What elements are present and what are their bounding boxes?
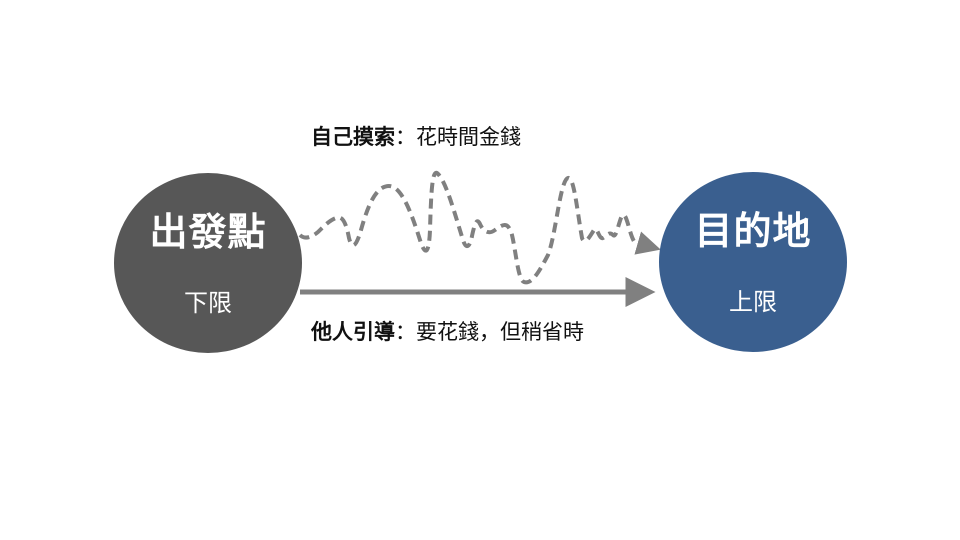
destination-circle: 目的地 上限: [659, 172, 847, 352]
self-explore-detail: ：花時間金錢: [395, 125, 521, 149]
start-point-circle: 出發點 下限: [114, 173, 302, 353]
start-point-title: 出發點: [149, 210, 267, 254]
guided-caption: 他人引導：要花錢，但稍省時: [311, 318, 584, 346]
wavy-dashed-path: [298, 170, 661, 285]
start-point-subtitle: 下限: [184, 289, 232, 317]
destination-subtitle: 上限: [729, 288, 777, 316]
guided-detail: ：要花錢，但稍省時: [395, 320, 584, 344]
guided-lead: 他人引導: [311, 320, 395, 344]
destination-title: 目的地: [694, 209, 812, 253]
self-explore-lead: 自己摸索: [311, 125, 395, 149]
self-explore-caption: 自己摸索：花時間金錢: [311, 123, 521, 151]
